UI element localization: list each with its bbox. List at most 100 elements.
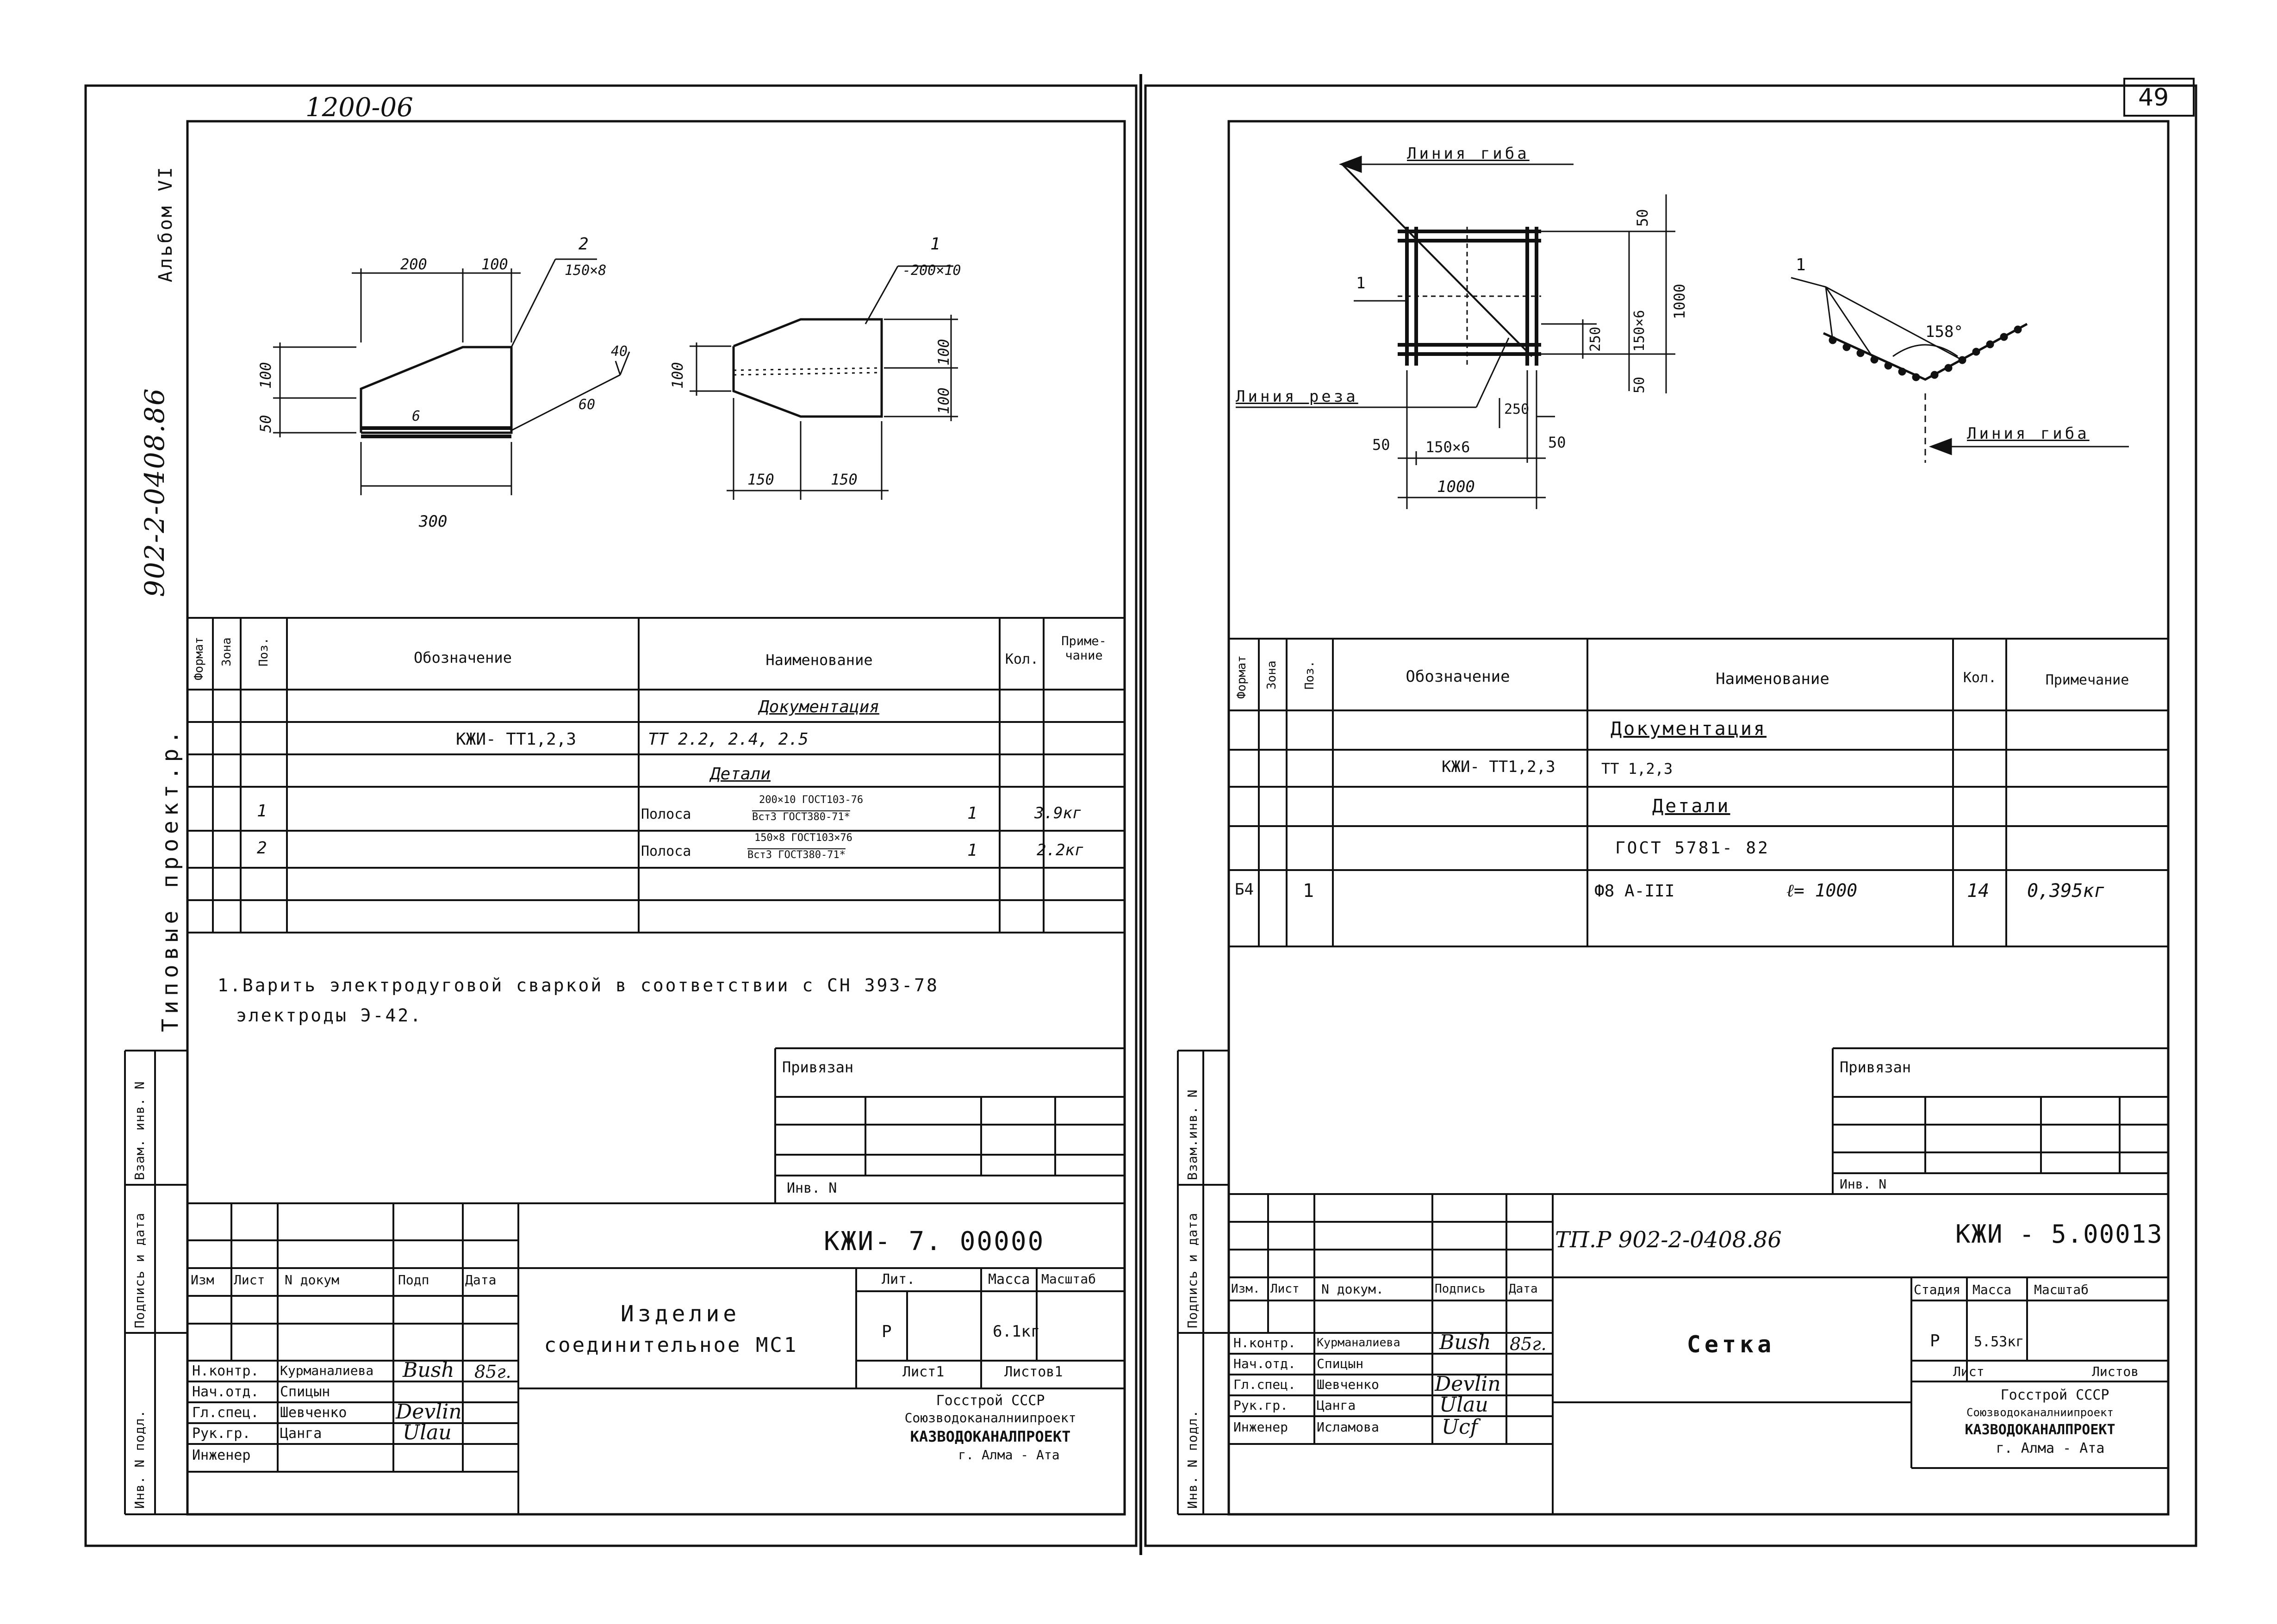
right-inner-frame [1227, 120, 2170, 1516]
right-date: 85г. [1510, 1334, 1547, 1354]
left-side-vzam: Взам. инв. N [132, 1081, 147, 1180]
series-label: Типовые проект.р. [157, 726, 183, 1032]
right-inv: Инв. N [1840, 1176, 1887, 1192]
pos2-label: 2 [579, 235, 589, 254]
bend-angle: 158° [1925, 323, 1963, 341]
left-hdr-qty: Кол. [1005, 651, 1039, 667]
right-role-4: Инженер [1233, 1419, 1288, 1435]
right-row-details: Детали [1652, 796, 1730, 817]
dim-40: 40 [611, 343, 628, 360]
left-part1-shape [690, 265, 958, 500]
right-side-inv-podl: Инв. N подл. [1185, 1409, 1200, 1509]
left-row-designation: КЖИ- ТТ1,2,3 [456, 730, 577, 749]
right-hdr-podpis: Подпись [1435, 1282, 1486, 1296]
left-row2-qty: 1 [967, 841, 977, 860]
dim-150x6-h: 150×6 [1425, 438, 1470, 456]
left-lit-val: Р [882, 1322, 892, 1341]
left-row2-pos: 2 [257, 839, 267, 858]
dim-100-p1-r1: 100 [935, 339, 952, 366]
right-privyazan-grid [1832, 1047, 2168, 1194]
left-row2-name: Полоса [641, 843, 691, 859]
dim-250-h: 250 [1504, 401, 1530, 417]
mesh-pos1: 1 [1356, 274, 1366, 292]
bend-profile [1791, 277, 2129, 463]
left-mass: Масса [988, 1271, 1030, 1288]
left-name-1: Спицын [280, 1384, 330, 1400]
dim-250-v: 250 [1587, 326, 1604, 352]
left-sig-0: Bush [403, 1358, 454, 1382]
right-role-2: Гл.спец. [1233, 1377, 1296, 1392]
right-side-signature: Подпись и дата [1185, 1212, 1200, 1328]
album-label: Альбом VI [155, 165, 176, 282]
left-role-1: Нач.отд. [192, 1384, 259, 1400]
right-row-format: Б4 [1235, 880, 1254, 899]
left-row-doc-name: ТТ 2.2, 2.4, 2.5 [648, 730, 809, 749]
right-row-note: 0,395кг [2027, 880, 2105, 902]
right-row-name: Ф8 А-III [1594, 882, 1675, 901]
left-date: 85г. [474, 1362, 511, 1382]
left-org-1: Союзводоканалниипроект [904, 1410, 1076, 1425]
left-inner-frame [186, 120, 1126, 1516]
left-hdr-note: Приме-чание [1061, 634, 1107, 663]
right-row-pos: 1 [1303, 880, 1314, 902]
left-row1-spec-bot: Вст3 ГОСТ380-71* [752, 811, 850, 823]
cut-line: Линия реза [1236, 387, 1358, 406]
dim-150-a: 150 [747, 471, 774, 488]
left-privyazan-grid [774, 1047, 1125, 1203]
right-name-2: Шевченко [1317, 1377, 1379, 1392]
bend-line-right: Линия гиба [1967, 424, 2090, 443]
right-side-vzam: Взам.инв. N [1185, 1089, 1200, 1180]
right-hdr-format: Формат [1235, 655, 1249, 699]
right-spec-grid [1229, 638, 2168, 947]
pos1-label: 1 [930, 235, 940, 254]
right-sheets: Листов [2092, 1364, 2139, 1379]
left-hdr-list: Лист [234, 1272, 265, 1288]
left-hdr-designation: Обозначение [414, 649, 512, 666]
right-project-code: ТП.Р 902-2-0408.86 [1555, 1227, 1782, 1253]
left-sheets: Листов1 [1004, 1364, 1063, 1380]
right-sig-3: Ulau [1439, 1393, 1488, 1417]
right-name-4: Исламова [1317, 1419, 1379, 1435]
left-sheet: Лист1 [902, 1364, 945, 1380]
dim-100-p1-r2: 100 [935, 387, 952, 414]
left-title-grid [187, 1202, 1125, 1514]
left-title-line1: Изделие [620, 1301, 740, 1327]
right-stage: Стадия [1914, 1282, 1961, 1297]
left-privyazan: Привязан [782, 1058, 854, 1076]
right-hdr-date: Дата [1509, 1282, 1538, 1296]
left-inv: Инв. N [787, 1180, 837, 1196]
right-hdr-qty: Кол. [1963, 670, 1997, 686]
left-title-line2: соединительное МС1 [544, 1333, 798, 1357]
dim-50-left: 50 [1372, 436, 1390, 454]
left-org-2: КАЗВОДОКАНАЛПРОЕКТ [910, 1428, 1071, 1445]
right-hdr-list: Лист [1270, 1282, 1300, 1296]
left-hdr-zone: Зона [220, 637, 234, 666]
right-role-3: Рук.гр. [1233, 1398, 1288, 1413]
right-hdr-zone: Зона [1265, 660, 1279, 690]
left-lit: Лит. [882, 1271, 915, 1288]
right-mass-val: 5.53кг [1974, 1334, 2024, 1350]
right-org-0: Госстрой СССР [2000, 1387, 2109, 1403]
right-hdr-ndokum: N докум. [1321, 1282, 1384, 1297]
right-sig-0: Bush [1439, 1331, 1491, 1354]
dim-1000-v: 1000 [1671, 283, 1688, 319]
right-stage-val: Р [1930, 1332, 1940, 1350]
dim-60: 60 [579, 397, 596, 413]
dim-300: 300 [419, 512, 448, 531]
right-privyazan: Привязан [1840, 1058, 1911, 1076]
right-sheet: Лист [1953, 1364, 1985, 1379]
right-hdr-note: Примечание [2045, 672, 2129, 688]
left-side-inv-podl: Инв. N подл. [132, 1409, 147, 1509]
left-row2-note: 2.2кг [1037, 841, 1084, 859]
left-hdr-izm: Изм [191, 1272, 214, 1288]
right-org-1: Союзводоканалниипроект [1966, 1406, 2114, 1419]
left-role-4: Инженер [192, 1447, 251, 1463]
right-org-3: г. Алма - Ата [1996, 1440, 2105, 1456]
right-role-1: Нач.отд. [1233, 1356, 1296, 1371]
left-hdr-pos: Поз. [257, 637, 271, 666]
left-role-0: Н.контр. [192, 1363, 259, 1379]
right-scale: Масштаб [2034, 1282, 2089, 1297]
dim-1000-h: 1000 [1437, 478, 1475, 496]
left-row1-note: 3.9кг [1034, 804, 1082, 822]
left-hdr-ndokum: N докум [285, 1272, 340, 1288]
